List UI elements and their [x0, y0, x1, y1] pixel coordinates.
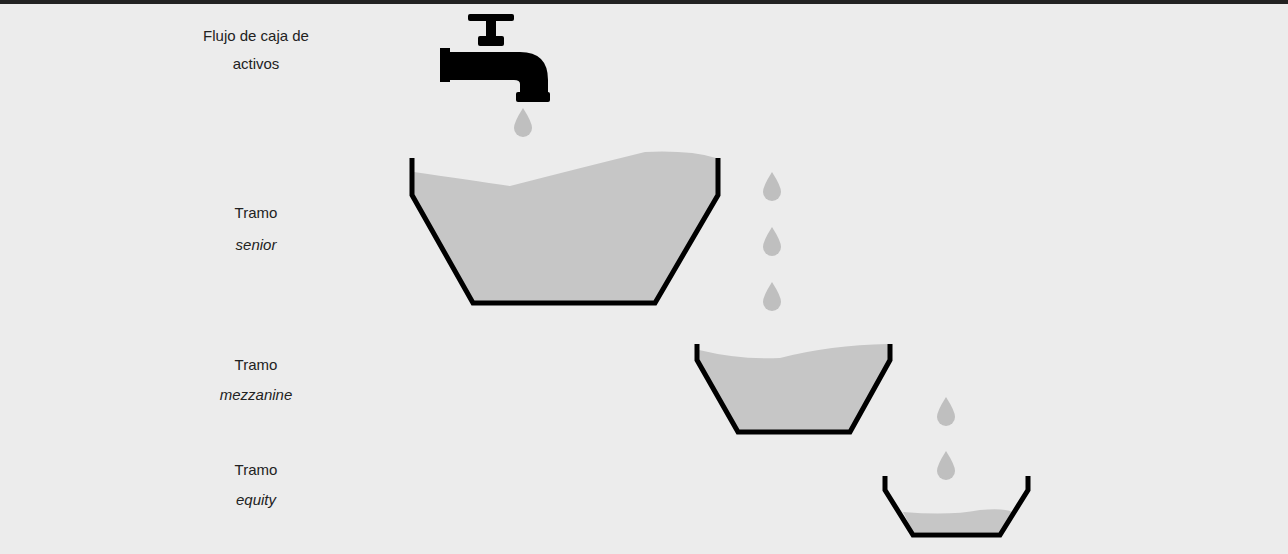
top-bar [0, 0, 1288, 4]
source-label: Flujo de caja de activos [196, 22, 316, 78]
faucet-icon [440, 14, 550, 102]
tranche-name: senior [186, 231, 326, 259]
tranche-label: Tramo [186, 199, 326, 227]
senior-basin [412, 152, 718, 303]
equity-basin [885, 476, 1028, 535]
tranche-name: equity [186, 486, 326, 514]
tranche-label: Tramo [186, 351, 326, 379]
mezzanine-basin [697, 344, 890, 432]
tranche-label: Tramo [186, 456, 326, 484]
tranche-name: mezzanine [186, 381, 326, 409]
